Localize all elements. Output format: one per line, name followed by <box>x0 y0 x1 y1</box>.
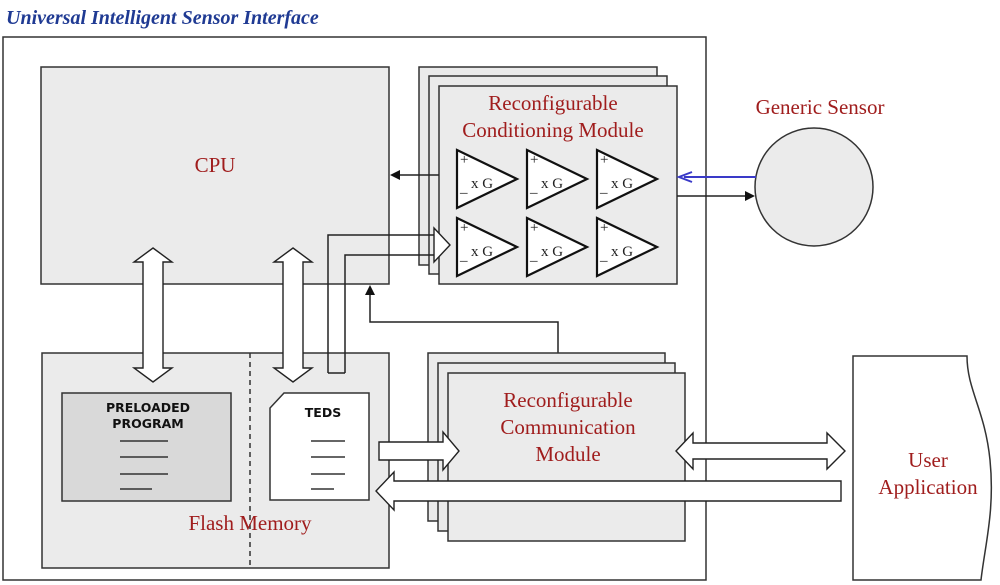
sensor-output-arrow-icon <box>676 171 693 183</box>
amplifier-gain-label: x G <box>611 176 633 192</box>
generic-sensor: Generic Sensor <box>754 95 885 247</box>
teds-conditioning-arrowhead-icon <box>433 226 451 264</box>
communication-user-bus-arrow-icon <box>675 431 846 471</box>
flash-memory-block: Flash Memory PRELOADED PROGRAM TEDS <box>41 352 390 569</box>
amplifier-plus-label: + <box>600 220 608 236</box>
preloaded-text-lines-icon <box>120 440 168 490</box>
user-application-block: User Application <box>852 355 993 581</box>
amplifier-icon: + _x G <box>455 216 520 278</box>
amplifier-plus-label: + <box>530 220 538 236</box>
amplifier-plus-label: + <box>460 152 468 168</box>
amplifier-icon: + _x G <box>595 216 660 278</box>
conditioning-to-cpu-arrow <box>390 170 439 180</box>
preloaded-label-line1: PRELOADED <box>106 400 190 415</box>
communication-label-line2: Communication <box>500 415 636 439</box>
amplifier-gain-label: x G <box>541 244 563 260</box>
user-application-label-line1: User <box>908 448 948 472</box>
teds-to-communication-pipe-arrow-icon <box>378 430 460 472</box>
amplifier-gain-label: x G <box>471 176 493 192</box>
amplifier-plus-label: + <box>460 220 468 236</box>
preloaded-label-line2: PROGRAM <box>112 416 183 431</box>
teds-to-conditioning-pipe <box>327 226 451 374</box>
conditioning-label-line2: Conditioning Module <box>462 118 643 142</box>
amplifier-plus-label: + <box>530 152 538 168</box>
amplifier-grid: +_x G+_x G+_x G+_x G+_x G+_x G <box>455 148 660 278</box>
conditioning-module: Reconfigurable Conditioning Module +_x G… <box>418 66 678 285</box>
cpu-block: CPU <box>40 66 390 285</box>
amplifier-minus-label: _ <box>599 180 608 196</box>
flash-memory-label: Flash Memory <box>188 511 312 535</box>
communication-label-line1: Reconfigurable <box>503 388 632 412</box>
sensor-signal-arrows <box>676 171 756 201</box>
diagram-title: Universal Intelligent Sensor Interface <box>6 7 319 29</box>
sensor-circle <box>754 127 874 247</box>
teds-text-lines-icon <box>311 440 345 490</box>
conditioning-label-line1: Reconfigurable <box>488 91 617 115</box>
amplifier-minus-label: _ <box>599 248 608 264</box>
amplifier-icon: + _x G <box>455 148 520 210</box>
amplifier-minus-label: _ <box>459 180 468 196</box>
amplifier-minus-label: _ <box>529 180 538 196</box>
communication-module: Reconfigurable Communication Module <box>427 352 686 542</box>
excitation-arrow-icon <box>745 191 755 201</box>
user-to-teds-pipe-arrow-icon <box>375 470 842 512</box>
amplifier-minus-label: _ <box>529 248 538 264</box>
amplifier-minus-label: _ <box>459 248 468 264</box>
user-application-label-line2: Application <box>878 475 978 499</box>
cpu-preloaded-bus-arrow-icon <box>131 247 175 383</box>
amplifier-gain-label: x G <box>611 244 633 260</box>
amplifier-plus-label: + <box>600 152 608 168</box>
sensor-label: Generic Sensor <box>756 95 885 119</box>
communication-label-line3: Module <box>535 442 600 466</box>
amplifier-icon: + _x G <box>525 148 590 210</box>
amplifier-gain-label: x G <box>471 244 493 260</box>
cpu-label: CPU <box>195 153 236 177</box>
amplifier-icon: + _x G <box>595 148 660 210</box>
preloaded-program-box <box>61 392 232 502</box>
cpu-teds-bus-arrow-icon <box>271 247 315 383</box>
amplifier-icon: + _x G <box>525 216 590 278</box>
amplifier-gain-label: x G <box>541 176 563 192</box>
teds-label: TEDS <box>305 405 341 420</box>
